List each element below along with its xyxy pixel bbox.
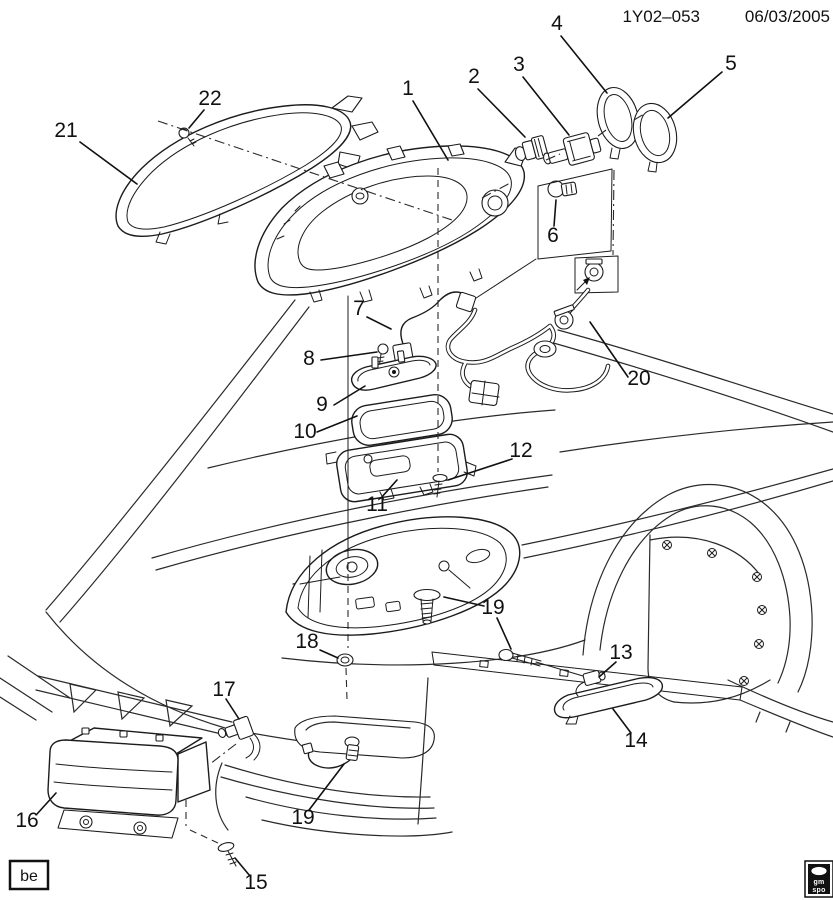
grommet-18	[336, 653, 354, 667]
callout-4: 4	[551, 12, 563, 35]
hid-bulb-3	[543, 132, 602, 166]
stud-19-upper	[413, 588, 441, 625]
headlamp-lens-cover	[115, 95, 379, 245]
ballast-module-9	[350, 350, 437, 391]
gm-spo-logo: gm spo	[804, 860, 833, 898]
screw-12	[432, 473, 448, 498]
callout-9: 9	[316, 393, 328, 416]
drawing-header: 1Y02–053 06/03/2005	[622, 7, 830, 26]
callout-17: 17	[212, 678, 235, 701]
corner-code-box: be	[8, 859, 50, 891]
screw-15	[185, 800, 237, 867]
callout-2: 2	[468, 65, 480, 88]
callout-15: 15	[244, 871, 267, 894]
callout-18: 18	[295, 630, 318, 653]
callout-19-lower: 19	[291, 806, 314, 829]
callout-1: 1	[402, 77, 414, 100]
screw-22	[178, 127, 197, 147]
gm-oval-icon	[810, 866, 828, 876]
callout-20: 20	[627, 367, 650, 390]
callout-12: 12	[509, 439, 532, 462]
liner-screws	[662, 540, 767, 686]
fog-lamp-16	[47, 727, 211, 839]
logo-line2: spo	[812, 887, 825, 894]
callout-8: 8	[303, 347, 315, 370]
callout-5: 5	[725, 52, 737, 75]
callout-10: 10	[293, 420, 316, 443]
headlamp-harness-20	[445, 287, 611, 407]
detail-box-bulb-6	[469, 168, 615, 303]
headlamp-assembly	[254, 143, 528, 303]
callout-3: 3	[513, 53, 525, 76]
drawing-number: 1Y02–053	[622, 7, 700, 26]
callout-13: 13	[609, 641, 632, 664]
callout-14: 14	[624, 729, 648, 752]
callout-6: 6	[547, 224, 559, 247]
headlamp-body-opening	[285, 516, 521, 636]
callout-labels: 1 2 3 4 5 6 7 8 9 10 11 12 13 14 15 16 1…	[15, 12, 737, 894]
gasket-10	[351, 394, 453, 446]
retainer-ring-5	[632, 102, 678, 173]
bolt-19-lower	[301, 736, 360, 769]
parking-bulb-6	[547, 180, 578, 198]
detail-box-connector	[574, 255, 619, 294]
harness-square-connector	[468, 379, 500, 407]
harness-grommet	[533, 340, 557, 358]
callout-16: 16	[15, 809, 38, 832]
callout-21: 21	[54, 119, 77, 142]
callout-7: 7	[353, 297, 365, 320]
revision-date: 06/03/2005	[745, 7, 830, 26]
wheel-arch	[582, 484, 813, 704]
fog-lamp-bulb-17	[209, 715, 261, 765]
leader-lines	[36, 35, 723, 877]
retainer-ring-4	[596, 86, 640, 160]
assembly-axis-lines	[157, 113, 645, 701]
corner-code: be	[20, 868, 38, 885]
callout-11: 11	[366, 493, 388, 516]
bolt-19-bracket	[498, 648, 542, 667]
front-fascia	[0, 655, 453, 837]
headlamp-bulb-2	[514, 135, 549, 161]
logo-line1: gm	[813, 879, 824, 886]
callout-19-upper: 19	[481, 596, 504, 619]
callout-22: 22	[198, 87, 221, 110]
side-marker-lamp-14	[553, 676, 664, 725]
